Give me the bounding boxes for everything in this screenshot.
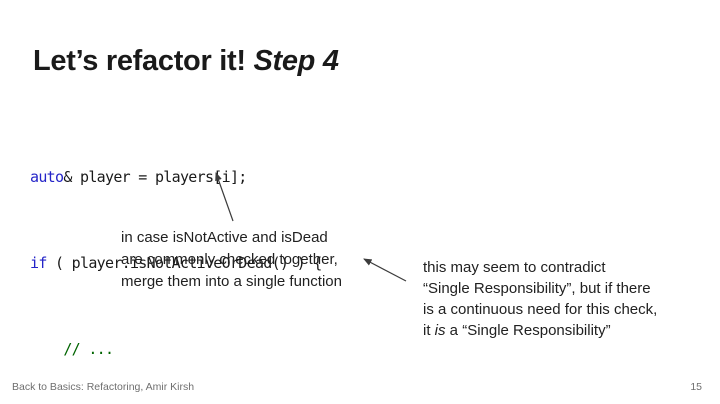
footer-credit: Back to Basics: Refactoring, Amir Kirsh [12, 381, 195, 393]
slide-title-emphasis: Step 4 [253, 45, 339, 77]
code-comment: // ... [30, 339, 114, 358]
annotation-right: this may seem to contradict “Single Resp… [423, 257, 657, 341]
annotation-right-line-4-pre: it [423, 322, 435, 339]
annotation-left-line-3: merge them into a single function [121, 273, 342, 290]
annotation-right-line-2: “Single Responsibility”, but if there [423, 280, 651, 297]
slide-title: Let’s refactor it! Step 4 [33, 44, 339, 78]
page-number: 15 [690, 381, 702, 393]
code-line-3: // ... [30, 335, 322, 364]
annotation-left-line-2: are commonly checked together, [121, 251, 338, 268]
code-keyword-if: if [30, 253, 47, 272]
annotation-right-line-3: is a continuous need for this check, [423, 301, 658, 318]
code-line-1: auto& player = players[i]; [30, 163, 322, 192]
annotation-right-line-1: this may seem to contradict [423, 259, 606, 276]
annotation-right-line-4-post: a “Single Responsibility” [445, 322, 611, 339]
code-line-2-rest: ( player.isNotActiveOrDead() ) { [46, 253, 322, 272]
annotation-right-line-4: it is a “Single Responsibility” [423, 320, 657, 341]
arrow-to-left-note-icon [363, 258, 407, 282]
annotation-left: in case isNotActive and isDead are commo… [121, 227, 342, 293]
annotation-left-line-1: in case isNotActive and isDead [121, 229, 328, 246]
code-line-1-rest: & player = players[i]; [63, 168, 247, 187]
slide-title-main: Let’s refactor it! [33, 45, 254, 77]
code-keyword-auto: auto [30, 168, 64, 187]
code-line-2: if ( player.isNotActiveOrDead() ) { [30, 249, 322, 278]
annotation-right-line-4-italic: is [434, 322, 446, 339]
